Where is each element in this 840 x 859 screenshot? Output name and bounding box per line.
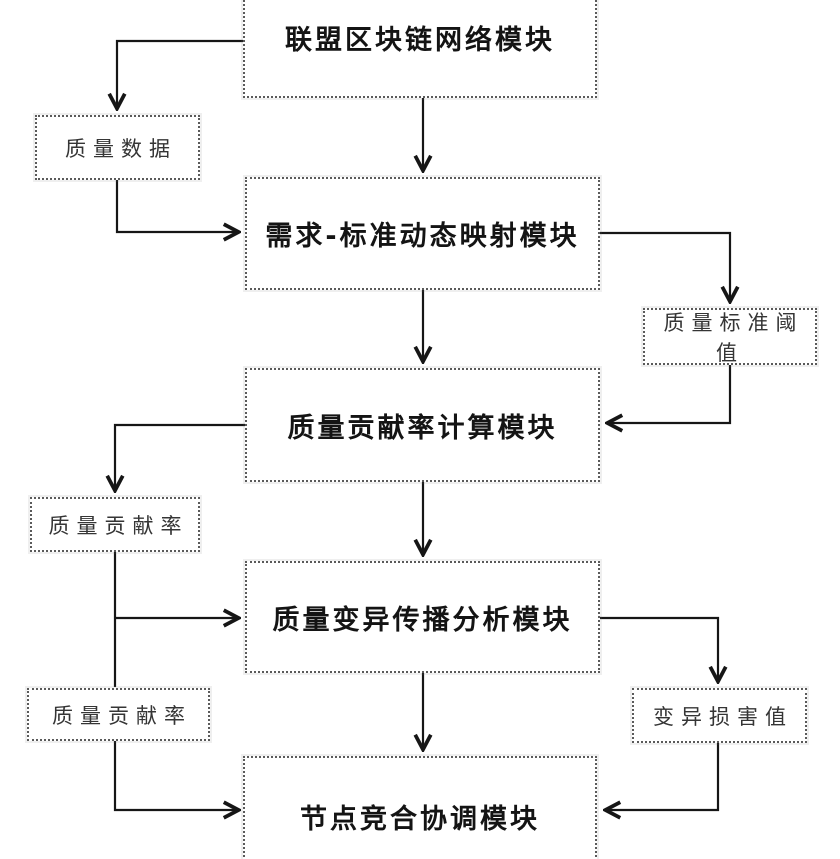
node-demand-standard-dynamic-mapping-module: 需求-标准动态映射模块 (245, 177, 600, 290)
node-quality-variation-propagation-analysis-module: 质量变异传播分析模块 (245, 561, 600, 673)
node-quality-standard-threshold: 质量标准阈值 (643, 308, 817, 365)
node-coopetition-coordination-module: 节点竞合协调模块 (243, 756, 597, 859)
arrow-contribution-calc-to-rate-upper (115, 423, 245, 489)
arrow-variation-to-damage (600, 616, 718, 680)
node-quality-contribution-rate-lower: 质量贡献率 (27, 688, 210, 741)
arrow-quality-data-to-mapping (115, 180, 237, 232)
node-alliance-blockchain-network-module: 联盟区块链网络模块 (243, 0, 597, 98)
node-variation-damage-value: 变异损害值 (632, 688, 807, 743)
arrow-rate-lower-to-coordination (113, 741, 237, 810)
node-quality-contribution-rate-calculation-module: 质量贡献率计算模块 (245, 368, 600, 482)
node-quality-contribution-rate-upper: 质量贡献率 (30, 497, 200, 552)
arrow-network-to-quality-data (117, 39, 243, 107)
arrow-mapping-to-threshold (600, 231, 730, 300)
arrow-threshold-to-contribution-calc (609, 365, 732, 423)
arrow-damage-to-coordination (607, 743, 720, 810)
node-quality-data: 质量数据 (35, 115, 200, 180)
